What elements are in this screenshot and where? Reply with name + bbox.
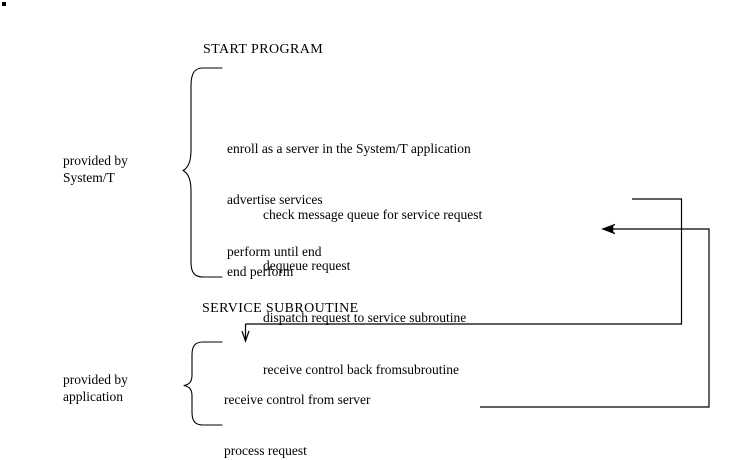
server-outer-line-1: enroll as a server in the System/T appli… [227, 140, 471, 156]
dispatch-to-subroutine-path [245, 198, 683, 325]
server-inner-line-3: dispatch request to service subroutine [263, 310, 467, 326]
server-end-perform-line: end perform [227, 264, 294, 279]
server-outer-lines: enroll as a server in the System/T appli… [227, 105, 471, 295]
brace-label-application-line2: application [63, 389, 123, 404]
server-outer-line-2: advertise services [227, 192, 323, 208]
brace-label-system-t-line1: provided by [63, 153, 128, 168]
heading-service-subroutine: SERVICE SUBROUTINE [202, 301, 359, 316]
brace-label-application-line1: provided by [63, 372, 128, 387]
return-to-server-path [480, 228, 710, 408]
heading-start-program: START PROGRAM [203, 42, 324, 57]
subroutine-line-2: process request [224, 443, 307, 459]
server-inner-line-2: dequeue request [263, 258, 351, 274]
dispatch-arrowhead-glyph [241, 330, 250, 343]
server-inner-lines: check message queue for service request … [263, 171, 482, 413]
brace-application [183, 341, 223, 426]
server-inner-line-4: receive control back fromsubroutine [263, 362, 460, 378]
server-inner-line-1: check message queue for service request [263, 206, 483, 222]
corner-artifact-dot [2, 2, 6, 6]
subroutine-line-1: receive control from server [224, 391, 371, 407]
brace-system-t [182, 67, 223, 278]
server-outer-line-3: perform until end [227, 244, 322, 260]
brace-label-system-t-line2: System/T [63, 170, 115, 185]
subroutine-lines: receive control from server process requ… [224, 356, 371, 460]
return-arrowhead-fill [601, 225, 614, 233]
